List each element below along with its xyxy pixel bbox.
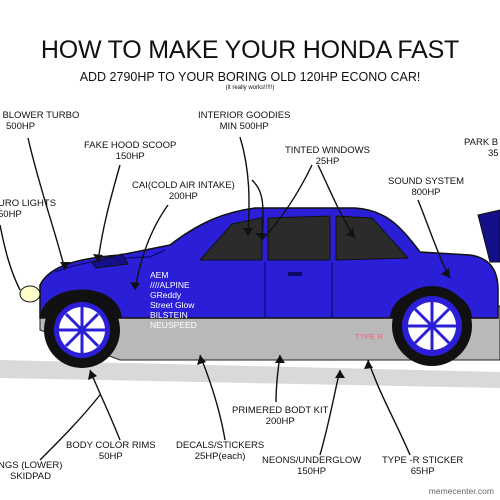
rear-spoiler [477,209,500,263]
label-primered-body-kit: PRIMERED BODT KIT 200HP [232,405,329,427]
label-body-color-rims: BODY COLOR RIMS 50HP [66,440,156,462]
front-wheel [44,292,120,368]
arrowheads [60,228,450,380]
label-cold-air-intake: CAI(COLD AIR INTAKE) 200HP [132,180,235,202]
label-euro-lights: URO LIGHTS 50HP [0,198,57,220]
label-blower-turbo: F BLOWER TURBO 500HP [0,110,80,132]
label-neons-underglow: NEONS/UNDERGLOW 150HP [262,455,362,477]
tagline: (it really works!!!!!) [225,85,275,91]
watermark: memecenter.com [428,486,494,496]
page-subtitle: ADD 2790HP TO YOUR BORING OLD 120HP ECON… [79,70,421,84]
decal-neuspeed: NEUSPEED [150,320,197,330]
rear-window [335,215,410,261]
hood-scoop [91,253,129,269]
rear-wheel [392,286,472,366]
road-ground [0,360,500,388]
decal-bilstein: BILSTEIN [150,310,188,320]
door-handle [288,272,302,276]
label-sound-system: SOUND SYSTEM 800HP [388,176,465,198]
label-fake-hood-scoop: FAKE HOOD SCOOP 150HP [84,140,177,162]
decal-aem: AEM [150,270,169,280]
decal-stickers-block: AEM ////ALPINE GReddy Street Glow BILSTE… [150,270,197,330]
label-type-r-sticker: TYPE -R STICKER 65HP [382,455,464,477]
label-decals-stickers: DECALS/STICKERS 25HP(each) [176,440,265,462]
label-park: PARK B 35 [464,137,499,159]
middle-window [267,215,331,261]
label-tinted-windows: TINTED WINDOWS 25HP [285,145,370,167]
label-lowered: NGS (LOWER) SKIDPAD [0,460,63,482]
label-interior-goodies: INTERIOR GOODIES MIN 500HP [198,110,291,132]
decal-street-glow: Street Glow [150,300,195,310]
decal-alpine: ////ALPINE [150,280,190,290]
euro-headlight [19,285,41,303]
type-r-badge: TYPE R [355,334,384,341]
page-title: HOW TO MAKE YOUR HONDA FAST [40,36,460,64]
decal-greddy: GReddy [150,290,182,300]
